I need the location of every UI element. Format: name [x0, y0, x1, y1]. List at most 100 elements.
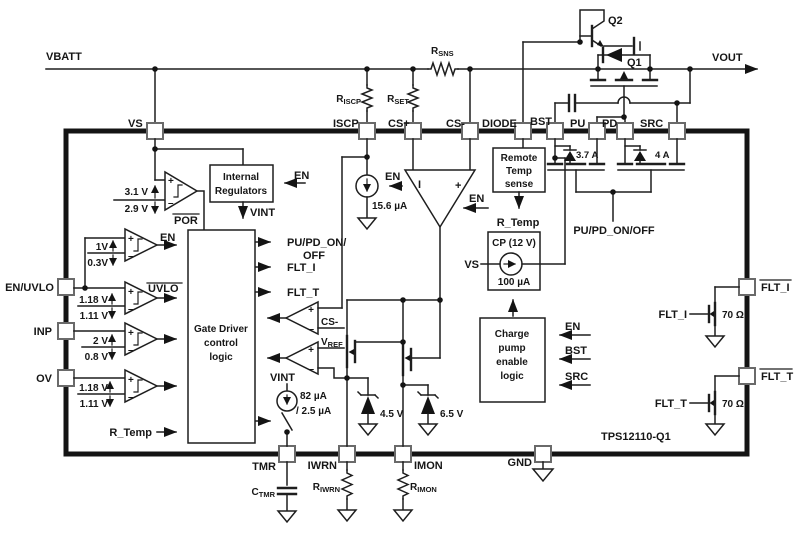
tmr-source [276, 383, 298, 447]
gate-driver-box [187, 229, 256, 444]
pin-src [668, 122, 686, 140]
cpl-inputs [559, 330, 591, 390]
inp-high-label: 2 V [93, 336, 108, 347]
driver-gate-wiring [575, 191, 652, 222]
uvlo-comp-minus: – [128, 304, 134, 315]
regulators-en-label: EN [294, 170, 309, 182]
uvlo-high-label: 1.18 V [79, 295, 108, 306]
pin-label-cs-plus: CS+ [388, 118, 410, 130]
pins [57, 122, 756, 463]
iscp-current-source [317, 138, 403, 309]
cpl-line1: Charge [495, 329, 530, 340]
pin-tmr [278, 445, 296, 463]
pin-iwrn [338, 445, 356, 463]
pin-label-gnd: GND [508, 457, 533, 469]
por-plus: + [168, 176, 174, 187]
en-comp-minus: – [128, 251, 134, 262]
rsns-label: RSNS [431, 46, 454, 58]
internal-regulators-line1: Internal [223, 172, 259, 183]
inp-comp-minus: – [128, 345, 134, 356]
zener-4v5-label: 4.5 V [380, 409, 404, 420]
iscp-en-label: EN [385, 171, 400, 183]
pin-label-en-uvlo: EN/UVLO [5, 282, 54, 294]
flt-t-gate-label: FLT_T [655, 398, 687, 410]
pin-label-vs: VS [128, 118, 143, 130]
pin-inp [57, 322, 75, 340]
junction-dots [82, 39, 693, 435]
remote-temp-box [492, 147, 546, 193]
flt-t-fet [689, 375, 740, 437]
internal-regulators-box [209, 164, 274, 203]
gate-driver-line2: control [204, 338, 238, 349]
current-sense-amp [403, 138, 489, 359]
por-minus: – [168, 198, 174, 209]
internal-regulators-line2: Regulators [215, 186, 268, 197]
en-uvlo-wiring [73, 237, 126, 395]
uvlo-comparator [108, 280, 177, 319]
gate-driver-outputs [255, 237, 271, 426]
zener-4v5 [346, 377, 380, 437]
pu-pd-on-off-label: PU/PD_ON/OFF [573, 225, 655, 237]
gnd-external [531, 461, 555, 483]
remote-temp-out-label: R_Temp [497, 217, 540, 229]
ov-high-label: 1.18 V [79, 383, 108, 394]
por-high-label: 3.1 V [125, 187, 149, 198]
iwrn-external [336, 461, 358, 523]
ov-comp-minus: – [128, 392, 134, 403]
pin-pd [616, 122, 634, 140]
pu-pd-out-label-2: OFF [303, 250, 325, 262]
pin-label-cs-minus: CS- [446, 118, 465, 130]
pin-label-imon: IMON [414, 460, 443, 472]
flt-i-out-label: FLT_I [287, 262, 316, 274]
en-high-label: 1V [96, 242, 109, 253]
vbatt-label: VBATT [46, 51, 82, 63]
pin-iscp [358, 122, 376, 140]
cpl-line2: pump [498, 343, 525, 354]
inp-comparator [108, 321, 177, 360]
pin-imon [394, 445, 412, 463]
cs-comp-ref-label: CS- [321, 317, 338, 328]
ov-comparator [106, 368, 177, 407]
cp-current-label: 100 µA [498, 277, 530, 288]
bst-cap-network [554, 68, 691, 124]
pin-label-pu: PU [570, 118, 585, 130]
remote-temp-line1: Remote [501, 153, 538, 164]
amp-en-label: EN [469, 193, 484, 205]
uvlo-comp-plus: + [128, 287, 134, 298]
por-out-label: POR [174, 215, 198, 227]
pin-diode [514, 122, 532, 140]
zener-6v5 [402, 384, 440, 437]
charge-pump-logic-box [479, 317, 546, 403]
en-low-label: 0.3V [87, 258, 108, 269]
amp-input-plus-label: + [455, 180, 461, 192]
pu-pd-out-label-1: PU/PD_ON/ [287, 237, 346, 249]
pd-driver-fet [616, 138, 686, 193]
iscp-current-label: 15.6 µA [372, 201, 407, 212]
cpl-line4: logic [500, 371, 524, 382]
pin-label-ov: OV [36, 373, 53, 385]
tmr-current-a-label: 82 µA [300, 391, 327, 402]
pu-driver-fet [546, 138, 606, 193]
vs-wiring [113, 138, 244, 231]
ctmr-label: CTMR [252, 487, 276, 499]
vint-label: VINT [250, 207, 275, 219]
pin-label-flt-t: FLT_T [761, 371, 793, 383]
tmr-vint-label: VINT [270, 372, 295, 384]
vref-label: VREF [321, 337, 343, 349]
mirror-network [345, 299, 441, 447]
pin-label-flt-i: FLT_I [761, 282, 790, 294]
cp-wiring [480, 157, 566, 265]
rimon-label: RIMON [410, 482, 437, 494]
inp-comp-plus: + [128, 328, 134, 339]
pin-label-iscp: ISCP [333, 118, 359, 130]
gate-driver-line1: Gate Driver [194, 324, 248, 335]
ov-comp-plus: + [128, 375, 134, 386]
uvlo-out-label: UVLO [148, 283, 179, 295]
pin-gnd [534, 445, 552, 463]
pin-label-iwrn: IWRN [308, 460, 337, 472]
q1-mosfet [589, 46, 659, 124]
pin-label-src: SRC [640, 118, 663, 130]
en-comparator [109, 227, 177, 266]
